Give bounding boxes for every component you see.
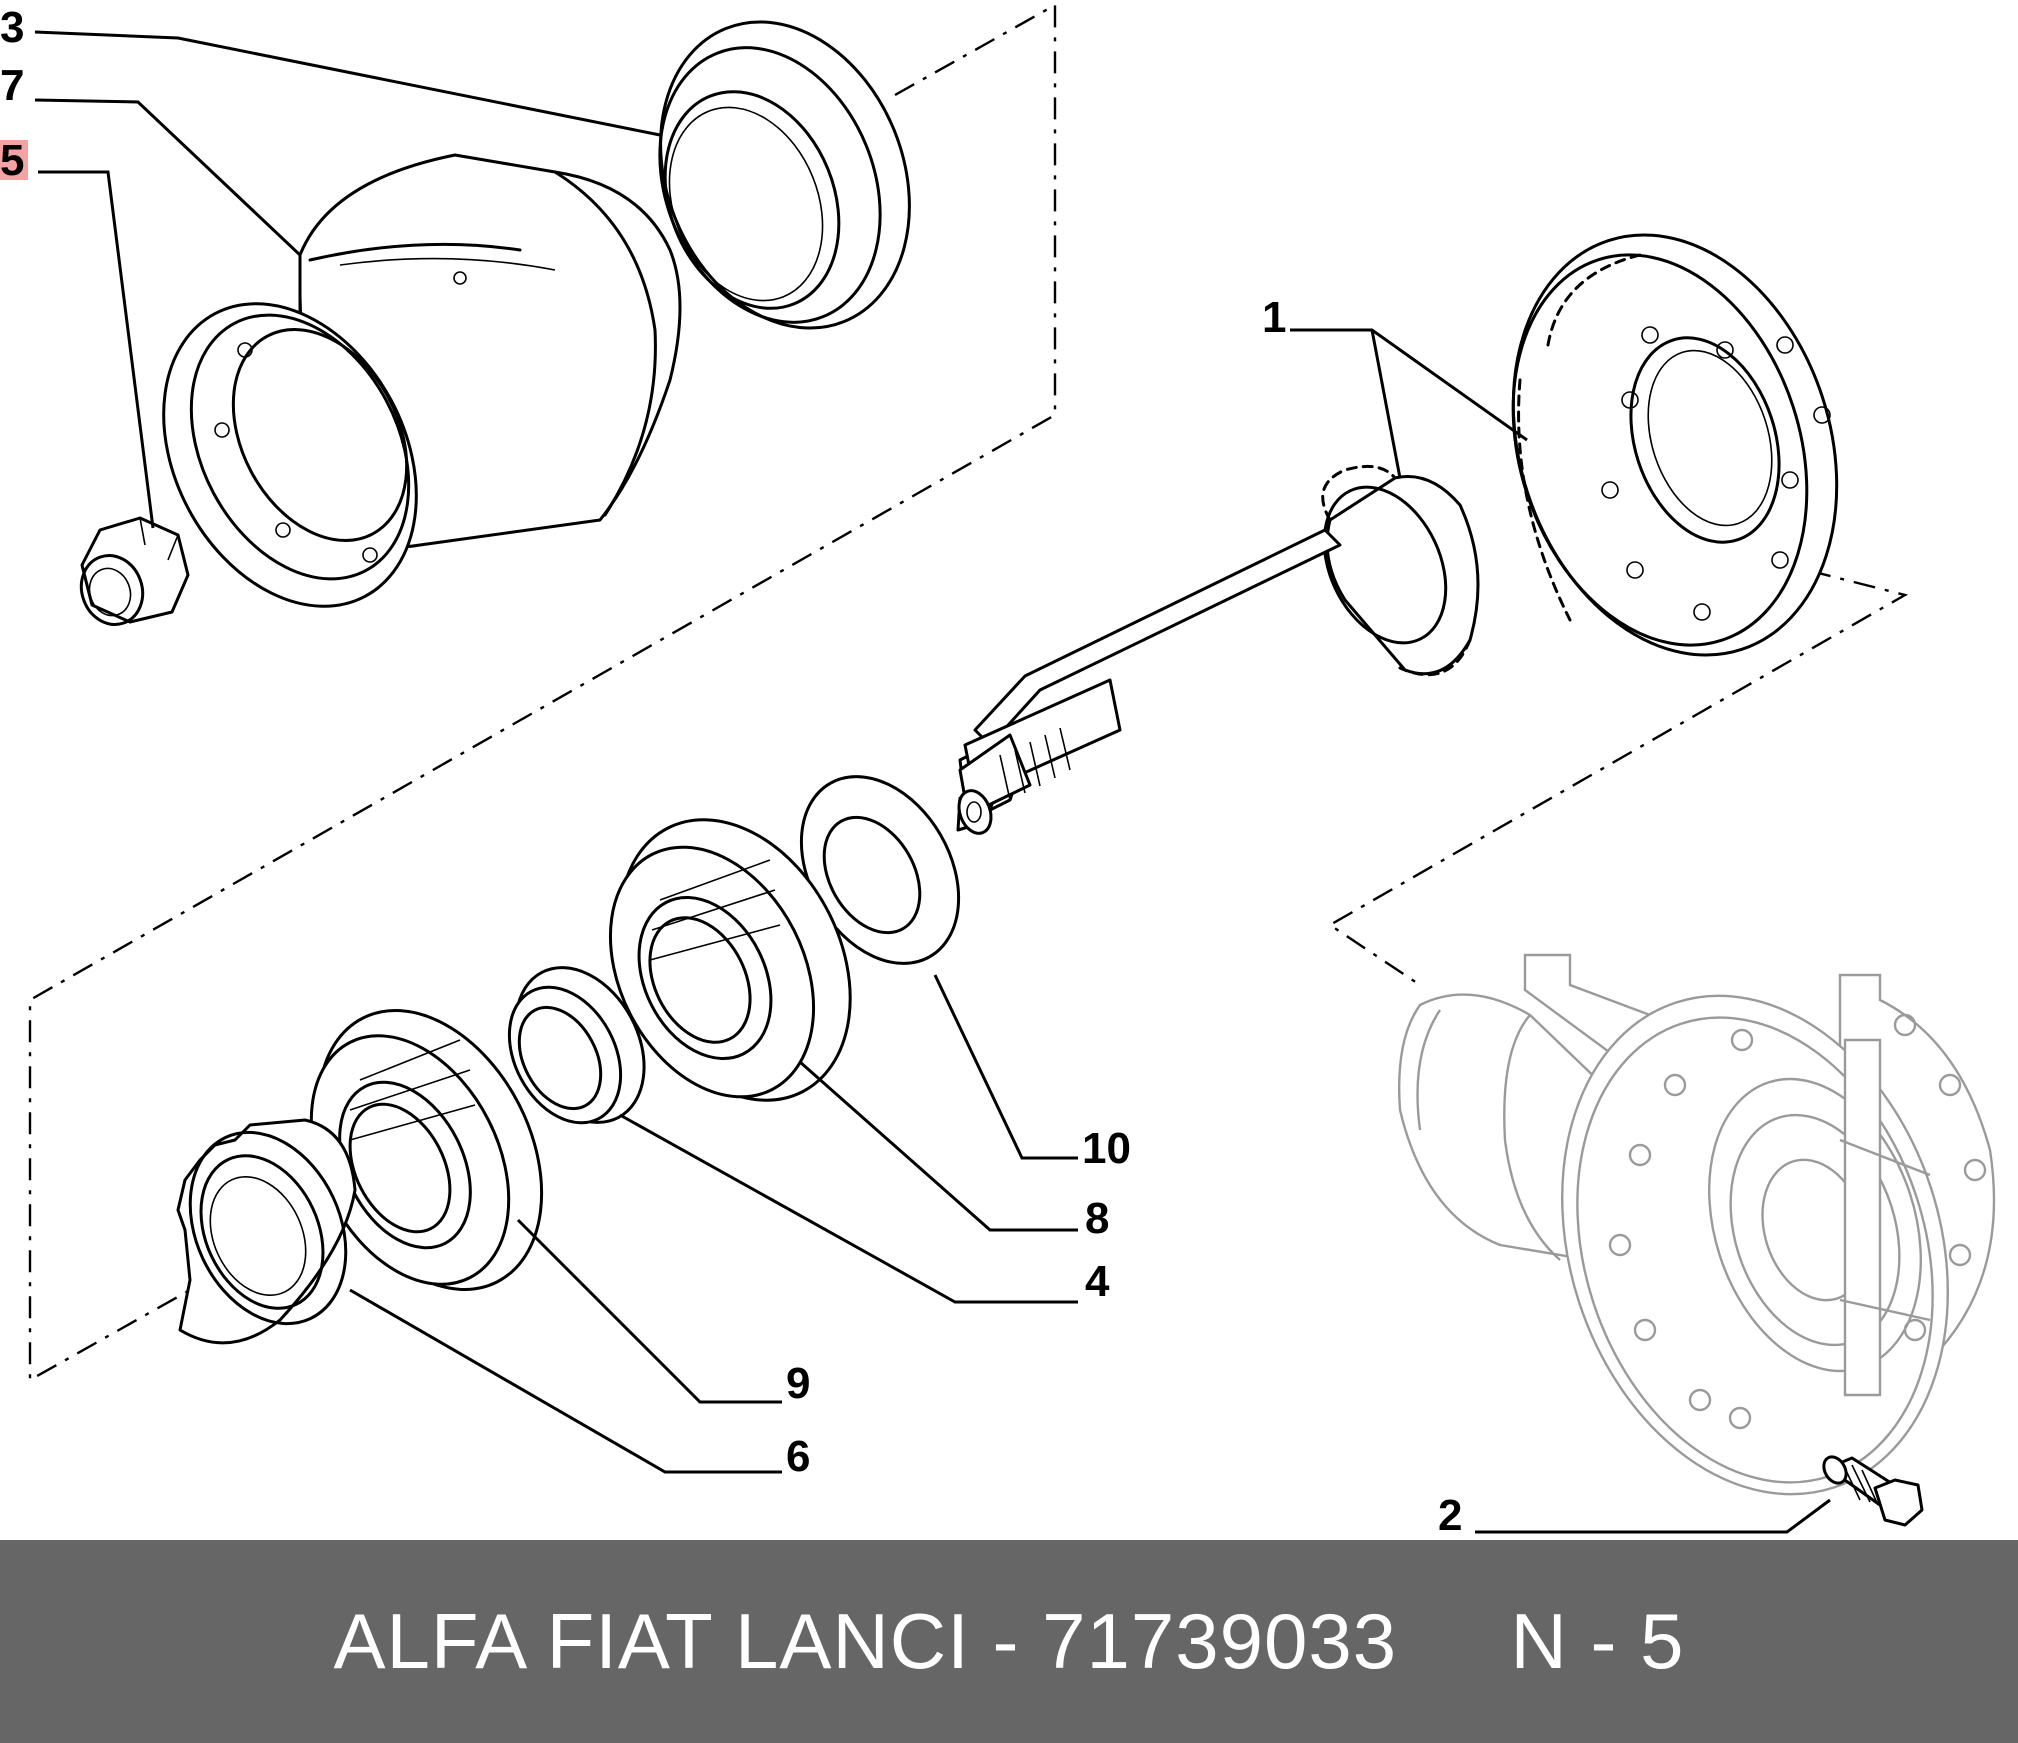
callout-labels: 3 7 5 1 10 8 4 9 6 2 (0, 3, 1462, 1540)
callout-5: 5 (0, 136, 24, 185)
part-5-nut (79, 516, 190, 626)
differential-case (1397, 953, 1996, 1496)
callout-2: 2 (1438, 1491, 1462, 1540)
callout-3: 3 (0, 3, 24, 52)
part-3-bearing-ring (658, 20, 911, 330)
callout-9: 9 (786, 1359, 810, 1408)
footer-bar: ALFA FIAT LANCI - 71739033 N - 5 (0, 1540, 2018, 1743)
callout-1: 1 (1262, 293, 1286, 342)
callout-5-highlight (0, 140, 28, 180)
part-6-ring-nut (176, 1118, 357, 1345)
leader-lines (34, 30, 1831, 1534)
callout-6: 6 (786, 1432, 810, 1481)
callout-10: 10 (1082, 1124, 1131, 1173)
part-1-ring-gear (1511, 233, 1839, 657)
part-8-bearing (608, 818, 852, 1102)
part-10-shim-washer (799, 775, 961, 965)
callout-7: 7 (0, 61, 24, 110)
exploded-parts-diagram: 3 7 5 1 10 8 4 9 6 2 (0, 2, 1996, 1540)
part-9-bearing (309, 1009, 544, 1291)
callout-8: 8 (1085, 1194, 1109, 1243)
part-7-differential-housing (162, 153, 682, 608)
part-2-bolt (1822, 1455, 1924, 1527)
part-4-spacer (507, 966, 646, 1125)
footer-part-number: ALFA FIAT LANCI - 71739033 N - 5 (333, 1597, 1685, 1685)
part-1-pinion-shaft (956, 464, 1480, 835)
callout-4: 4 (1085, 1257, 1110, 1306)
